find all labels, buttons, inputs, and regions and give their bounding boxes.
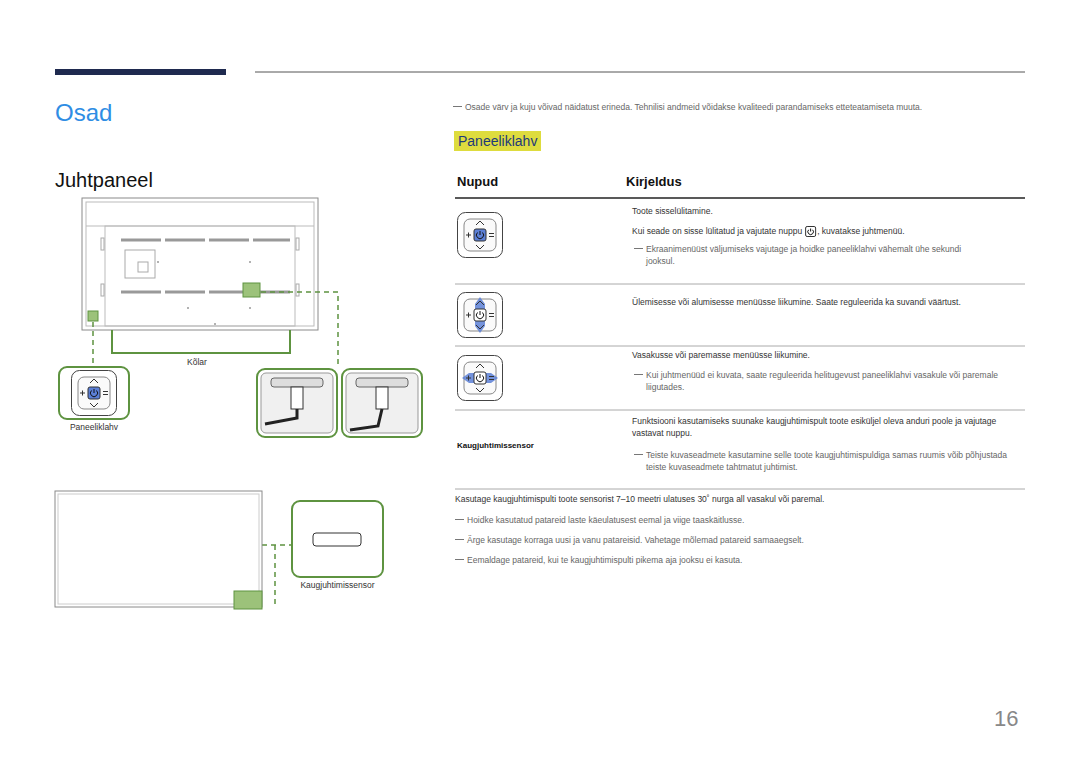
callout-art <box>293 502 382 576</box>
panel-key-icon <box>458 213 503 258</box>
table-header: Nupud <box>457 174 498 189</box>
note-dash <box>634 454 643 455</box>
note-dash <box>455 519 464 520</box>
note-dash <box>634 374 643 375</box>
table-cell: Funktsiooni kasutamiseks suunake kaugjuh… <box>632 416 996 438</box>
note: Teiste kuvaseadmete kasutamine selle too… <box>646 450 1007 472</box>
table-rule <box>455 284 1025 285</box>
table-cell: Vasakusse või paremasse menüüsse liikumi… <box>632 350 810 360</box>
table-header-wrap: Nupud <box>457 173 498 192</box>
panel-key-icon <box>458 356 503 401</box>
subheading: Paneeliklahv <box>458 133 537 149</box>
note: Ekraanimenüüst väljumiseks vajutage ja h… <box>646 244 961 266</box>
table-rule <box>455 489 1025 490</box>
table-cell-wrap: Vasakusse või paremasse menüüsse liikumi… <box>632 349 1017 361</box>
sensor-window <box>313 533 361 546</box>
note-dash <box>634 248 643 249</box>
table-cell-wrap: , kuvatakse juhtmenüü. <box>817 225 904 237</box>
note-wrap: Eemaldage patareid, kui te kaugjuhtimisp… <box>467 554 1017 566</box>
instruction: Kasutage kaugjuhtimispulti toote sensori… <box>455 494 824 504</box>
speaker-image <box>342 369 422 437</box>
leader-line <box>261 292 338 366</box>
header-bar <box>55 69 226 75</box>
panel-key-icon <box>458 293 503 338</box>
note-wrap: Ekraanimenüüst väljumiseks vajutage ja h… <box>646 243 991 268</box>
section-heading: Juhtpaneel <box>55 169 153 191</box>
table-cell: , kuvatakse juhtmenüü. <box>817 226 904 236</box>
table-header-wrap: Kirjeldus <box>626 173 682 192</box>
power-key-icon <box>806 227 816 237</box>
page-number: 16 <box>994 706 1018 731</box>
panel-key-marker <box>88 311 98 321</box>
table-cell-wrap: Funktsiooni kasutamiseks suunake kaugjuh… <box>632 415 1017 440</box>
tv-back <box>82 198 318 330</box>
note-wrap: Teiste kuvaseadmete kasutamine selle too… <box>646 449 1016 474</box>
callout-label: Paneeliklahv <box>70 422 118 432</box>
section-heading-wrap: Juhtpaneel <box>55 166 153 195</box>
page-number-wrap: 16 <box>994 703 1018 735</box>
table-rule <box>455 197 1025 199</box>
tv-front <box>55 491 262 607</box>
table-header: Kirjeldus <box>626 174 682 189</box>
callout-box: Paneeliklahv <box>58 366 130 420</box>
callout-art <box>60 368 128 418</box>
note-wrap: Kui juhtmenüüd ei kuvata, saate reguleer… <box>646 369 1016 394</box>
table-cell: Ülemisesse või alumisesse menüüsse liiku… <box>632 297 961 307</box>
table-cell-wrap: Kaugjuhtimissensor <box>457 440 534 452</box>
note: Eemaldage patareid, kui te kaugjuhtimisp… <box>467 555 742 565</box>
subheading-wrap: Paneeliklahv <box>454 131 541 151</box>
table-cell: Kaugjuhtimissensor <box>457 441 534 450</box>
note-wrap: Hoidke kasutatud patareid laste käeulatu… <box>467 514 1017 526</box>
note-dash <box>455 559 464 560</box>
note: Hoidke kasutatud patareid laste käeulatu… <box>467 515 744 525</box>
speaker-jack-marker <box>243 283 260 297</box>
note-dash <box>455 539 464 540</box>
speaker-bracket <box>112 330 290 353</box>
callout-label: Kaugjuhtimissensor <box>300 580 374 590</box>
page-title: Osad <box>55 96 112 131</box>
panel-key-icon <box>72 371 117 416</box>
part-name-wrap: Kõlar <box>187 356 207 368</box>
header-rule <box>255 72 1025 73</box>
table-rule <box>455 410 1025 411</box>
table-rule <box>455 346 1025 347</box>
note: Kui juhtmenüüd ei kuvata, saate reguleer… <box>646 370 998 392</box>
note-dash <box>453 106 462 107</box>
table-cell-wrap: Ülemisesse või alumisesse menüüsse liiku… <box>632 296 1017 308</box>
table-cell: Toote sisselülitamine. <box>632 206 713 216</box>
part-name: Kõlar <box>187 357 207 367</box>
callout-box: Kaugjuhtimissensor <box>291 500 384 578</box>
table-cell-wrap: Kui seade on sisse lülitatud ja vajutate… <box>632 225 802 237</box>
note-wrap: Ärge kasutage korraga uusi ja vanu patar… <box>467 534 1017 546</box>
table-cell-wrap: Toote sisselülitamine. <box>632 205 713 217</box>
leader-line <box>262 544 291 546</box>
table-cell: Kui seade on sisse lülitatud ja vajutate… <box>632 226 802 236</box>
sensor-marker <box>234 591 262 609</box>
speaker-image <box>257 369 337 437</box>
leader-line <box>92 322 94 364</box>
leader-line <box>274 545 276 607</box>
note: Osade värv ja kuju võivad näidatust erin… <box>465 102 922 112</box>
note: Ärge kasutage korraga uusi ja vanu patar… <box>467 535 804 545</box>
instruction-wrap: Kasutage kaugjuhtimispulti toote sensori… <box>455 493 1025 505</box>
note-wrap: Osade värv ja kuju võivad näidatust erin… <box>465 101 1025 113</box>
